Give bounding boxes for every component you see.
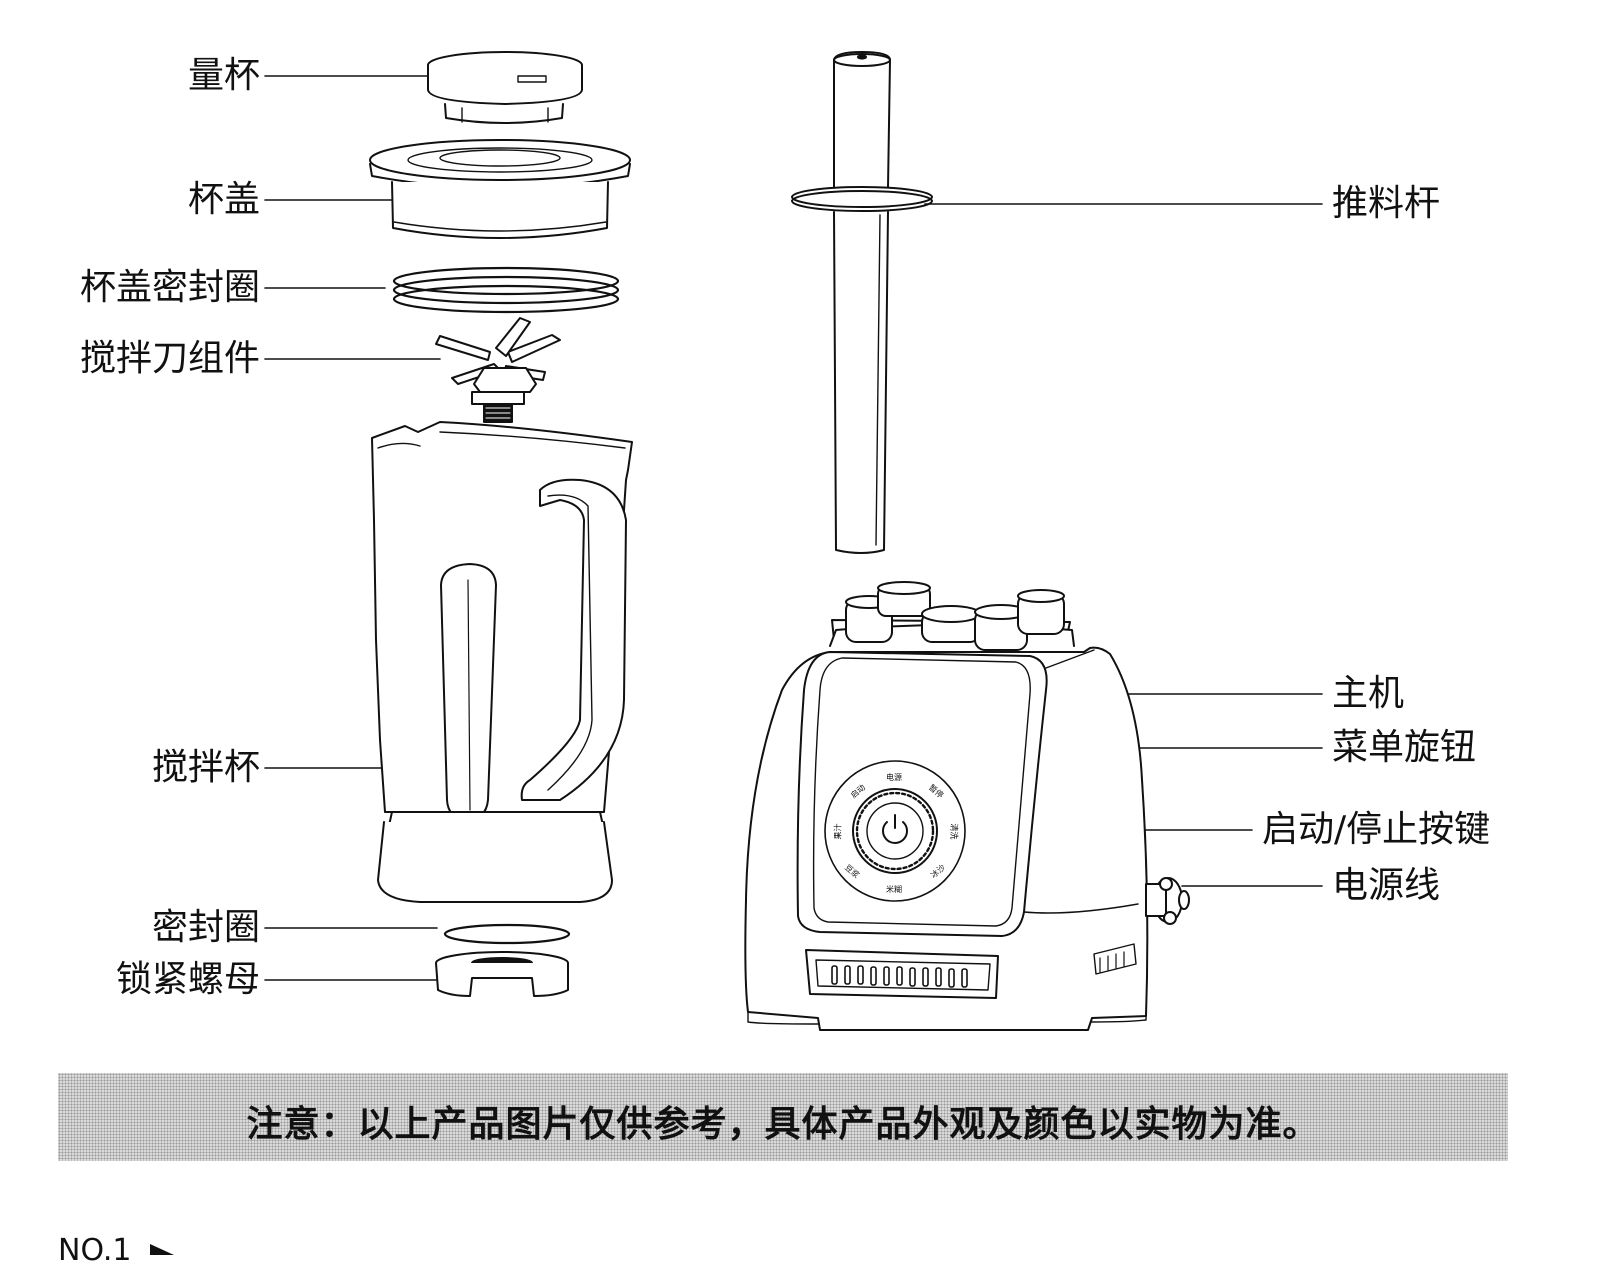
measuring-cup — [427, 51, 583, 124]
blender-base — [744, 581, 1190, 1031]
label-power-cord: 电源线 — [1332, 865, 1441, 906]
vent-slots — [831, 965, 968, 988]
seal-ring — [443, 923, 571, 945]
tamper — [791, 51, 933, 554]
dial-label-right: 清洗 — [949, 823, 959, 840]
lock-nut — [435, 951, 569, 997]
page-arrow-icon — [150, 1244, 174, 1255]
lid-seal-ring — [392, 266, 620, 314]
label-jar: 搅拌杯 — [151, 747, 260, 788]
power-cord-plug — [1145, 877, 1190, 925]
dial-label-top: 电源 — [886, 773, 902, 782]
label-seal-ring: 密封圈 — [151, 907, 260, 948]
label-start-stop: 启动/停止按键 — [1262, 809, 1491, 850]
dial-label-bottom: 米糊 — [886, 885, 902, 894]
notice-banner: 注意：以上产品图片仅供参考，具体产品外观及颜色以实物为准。 — [58, 1073, 1508, 1161]
power-symbol-icon — [882, 814, 908, 844]
label-lock-nut: 锁紧螺母 — [115, 959, 260, 1000]
page-number: NO.1 — [58, 1233, 132, 1268]
label-menu-knob: 菜单旋钮 — [1332, 727, 1477, 768]
label-lid: 杯盖 — [187, 179, 260, 220]
notice-text: 注意：以上产品图片仅供参考，具体产品外观及颜色以实物为准。 — [246, 1104, 1320, 1145]
blender-jar — [371, 421, 633, 903]
dial-label-left: 果汁 — [833, 823, 843, 840]
menu-dial — [824, 760, 966, 902]
label-base: 主机 — [1332, 673, 1405, 714]
label-measuring-cup: 量杯 — [187, 55, 260, 96]
label-blade-assembly: 搅拌刀组件 — [79, 338, 260, 379]
label-lid-seal: 杯盖密封圈 — [79, 267, 260, 308]
jar-lid — [369, 139, 631, 239]
blade-assembly — [435, 317, 561, 423]
label-tamper: 推料杆 — [1332, 183, 1441, 224]
